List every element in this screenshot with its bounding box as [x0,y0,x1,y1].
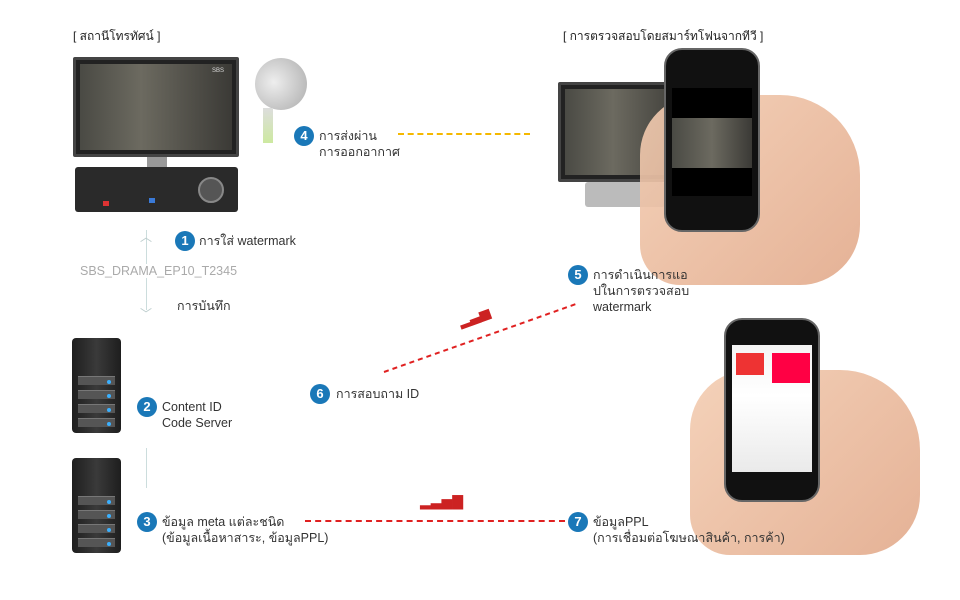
id-query-line [383,303,577,373]
step-6-badge: 6 [310,384,330,404]
step-3-badge: 3 [137,512,157,532]
ppl-data-line [305,520,565,522]
content-id-server-icon [72,338,121,433]
step-6-label: การสอบถาม ID [336,386,419,402]
antenna-tower [263,108,273,143]
broadcast-controller-icon [75,167,238,212]
watermark-code: SBS_DRAMA_EP10_T2345 [80,264,238,278]
step-4-badge: 4 [294,126,314,146]
label-line: watermark [593,300,652,314]
step-1-label: การใส่ watermark [199,233,296,249]
signal-icon-ppl: ▂▃▅▇ [420,493,464,509]
label-line: ปในการตรวจสอบ [593,284,690,298]
broadcast-monitor: SBS [73,57,239,157]
step-2-badge: 2 [137,397,157,417]
step-3-label: ข้อมูล meta แต่ละชนิด (ข้อมูลเนื้อหาสาระ,… [162,514,328,546]
label-line: การดำเนินการแอ [593,268,688,282]
step-7-badge: 7 [568,512,588,532]
label-line: (ข้อมูลเนื้อหาสาระ, ข้อมูลPPL) [162,531,329,545]
label-line: การออกอากาศ [319,145,400,159]
label-line: Content ID [162,400,222,414]
record-label: การบันทึก [177,299,231,313]
header-tv-station: [ สถานีโทรทัศน์ ] [73,29,161,43]
step-1-badge: 1 [175,231,195,251]
step-4-label: การส่งผ่านการออกอากาศ [319,128,400,160]
monitor-stand [147,157,167,169]
arrow-up-icon: ︿ [140,230,153,244]
smartphone-ppl-view [724,318,820,502]
step-7-label: ข้อมูลPPL (การเชื่อมต่อโฆษณาสินค้า, การค้… [593,514,785,546]
arrow-down-icon: ﹀ [140,307,153,321]
label-line: การสอบถาม ID [336,387,420,401]
smartphone-camera-view [664,48,760,232]
broadcast-line [398,133,530,135]
step-5-badge: 5 [568,265,588,285]
step-5-label: การดำเนินการแอปในการตรวจสอบ watermark [593,267,689,315]
tv-logo: SBS [211,68,224,74]
arrow-server-link [146,448,147,488]
satellite-dish-icon [245,48,317,120]
step-2-label: Content ID Code Server [162,399,232,431]
label-line: ข้อมูล meta แต่ละชนิด [162,515,285,529]
label-line: Code Server [162,416,233,430]
label-line: การใส่ watermark [199,234,296,248]
header-smartphone-check: [ การตรวจสอบโดยสมาร์ทโฟนจากทีวี ] [563,29,764,43]
label-line: การส่งผ่าน [319,129,377,143]
label-line: ข้อมูลPPL [593,515,649,529]
label-line: (การเชื่อมต่อโฆษณาสินค้า, การค้า) [593,531,785,545]
meta-server-icon [72,458,121,553]
